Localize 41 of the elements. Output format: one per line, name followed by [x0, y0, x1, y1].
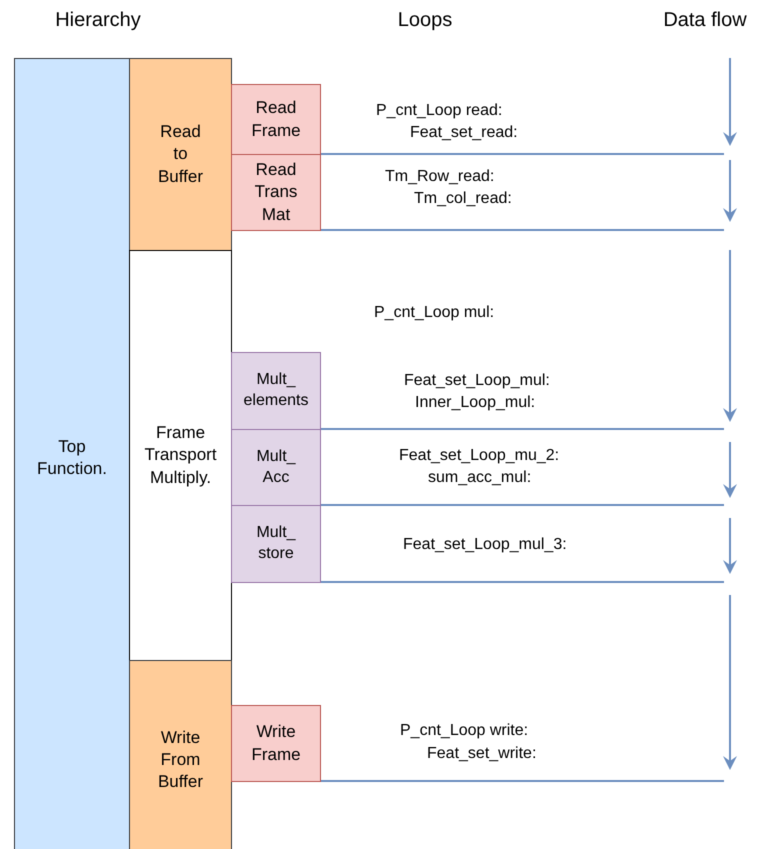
connector-line [321, 428, 724, 430]
box-label: Read to Buffer [156, 121, 204, 188]
process-box [231, 352, 321, 430]
process-box [129, 250, 232, 661]
box-label: Top Function. [36, 436, 108, 480]
column-heading: Data flow [663, 10, 747, 30]
process-box [231, 84, 321, 155]
loop-label: P_cnt_Loop mul: [374, 305, 494, 321]
box-label: Mult_ Acc [255, 446, 297, 488]
process-box [129, 660, 232, 849]
loop-label: Feat_set_Loop_mul_3: [403, 537, 567, 553]
box-label: Write From Buffer [156, 726, 204, 794]
loop-label: P_cnt_Loop write: [400, 723, 528, 739]
box-label: Write Frame [250, 721, 302, 766]
process-box [231, 505, 321, 583]
loop-label: Tm_Row_read: [385, 169, 494, 185]
process-box [231, 154, 321, 231]
connector-line [321, 153, 724, 155]
loop-label: Tm_col_read: [414, 191, 512, 207]
loop-label: Feat_set_read: [410, 125, 518, 141]
connector-line [321, 780, 724, 782]
process-box [231, 429, 321, 506]
box-label: Read Trans Mat [254, 159, 298, 226]
process-box [14, 58, 130, 849]
loop-label: Feat_set_Loop_mu_2: [399, 448, 560, 464]
box-label: Mult_ store [255, 523, 297, 564]
loop-label: sum_acc_mul: [428, 470, 532, 486]
loop-label: Inner_Loop_mul: [415, 395, 536, 411]
box-label: Read Frame [250, 97, 302, 142]
loop-label: P_cnt_Loop read: [376, 103, 502, 119]
box-label: Mult_ elements [242, 370, 310, 411]
connector-line [321, 229, 724, 231]
connector-line [321, 504, 724, 506]
loop-label: Feat_set_write: [427, 746, 536, 762]
process-box [231, 705, 321, 782]
box-label: Frame Transport Multiply. [143, 422, 218, 489]
column-heading: Loops [398, 10, 452, 30]
loop-label: Feat_set_Loop_mul: [404, 373, 550, 389]
connector-line [321, 581, 724, 583]
process-box [129, 58, 232, 251]
column-heading: Hierarchy [55, 10, 141, 30]
